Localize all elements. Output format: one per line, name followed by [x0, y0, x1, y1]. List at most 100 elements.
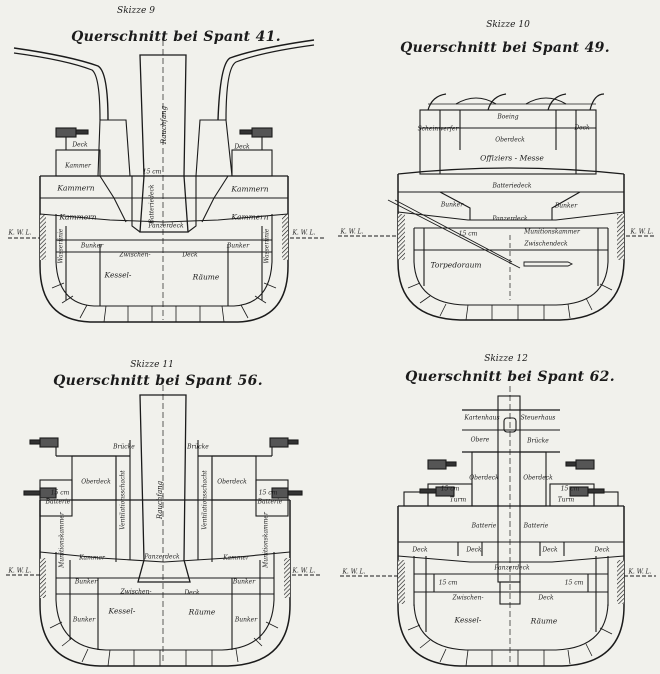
label: Kammer — [79, 554, 105, 562]
section-title: Querschnitt bei Spant 41. — [71, 29, 281, 45]
label: Kartenhaus — [464, 414, 500, 422]
label: Munitionskammer — [524, 228, 580, 236]
section-spant-41 — [8, 39, 325, 323]
label: Oberdeck — [217, 478, 247, 486]
side-armor-left — [40, 214, 46, 260]
sketch-number: Skizze 12 — [484, 354, 528, 364]
label: Oberdeck — [495, 136, 525, 144]
section-title: Querschnitt bei Spant 56. — [53, 373, 263, 389]
label: Boeing — [497, 113, 519, 121]
label: 15 cm — [438, 579, 458, 587]
sketch-number: Skizze 9 — [117, 6, 155, 16]
waterline-label: K. W. L. — [8, 229, 32, 237]
label: Bunker — [74, 578, 98, 586]
funnel — [137, 394, 191, 583]
waterline-label: K. W. L. — [342, 568, 366, 576]
label: Deck — [542, 546, 558, 554]
label: Oberdeck — [81, 478, 111, 486]
label: Kammer — [223, 554, 249, 562]
label: Bunker — [80, 242, 104, 250]
label: Panzerdeck — [148, 222, 184, 230]
label: Steuerhaus — [520, 414, 556, 422]
section-spant-56 — [6, 385, 322, 667]
label: Munitionskammer — [58, 512, 66, 568]
waterline-label: K. W. L. — [340, 228, 364, 236]
label: Bunker — [234, 616, 258, 624]
funnel — [139, 54, 189, 233]
label: Ventilationsschacht — [201, 470, 209, 530]
label: Kammern — [231, 212, 269, 222]
side-armor-right — [282, 214, 288, 260]
label: Batterie — [257, 498, 283, 506]
label: Zwischendeck — [524, 240, 568, 248]
label: 15 cm — [258, 489, 278, 497]
label: Deck — [182, 251, 198, 259]
label: Batterie — [523, 522, 549, 530]
label: Bunker — [440, 201, 464, 209]
label: 15 cm — [458, 230, 478, 238]
label: Deck — [184, 589, 200, 597]
label: Turm — [449, 496, 467, 504]
label: Kammern — [59, 212, 97, 222]
label: Panzerdeck — [492, 215, 528, 223]
label: 15 cm — [440, 485, 460, 493]
label: Deck — [466, 546, 482, 554]
sketch-number: Skizze 11 — [130, 360, 174, 370]
label: Kammern — [57, 183, 95, 193]
label: Batteriedeck — [492, 182, 532, 190]
section-spant-49 — [338, 93, 656, 321]
label: Wasserlinie — [57, 228, 65, 264]
label: Brücke — [187, 443, 209, 451]
label: Batterie — [471, 522, 497, 530]
waterline-label: K. W. L. — [292, 229, 316, 237]
label: Deck — [574, 124, 590, 132]
label: Brücke — [527, 437, 549, 445]
funnel-label: Rauchfang — [160, 105, 168, 145]
label: Bunker — [554, 202, 578, 210]
sketch-number: Skizze 10 — [486, 20, 530, 30]
label: Kessel- — [454, 615, 482, 625]
label: Räume — [530, 616, 558, 626]
label: Deck — [234, 143, 250, 151]
hull-outline — [397, 506, 625, 667]
section-title: Querschnitt bei Spant 62. — [405, 369, 615, 385]
label: Bunker — [232, 578, 256, 586]
hull-outline — [397, 174, 625, 321]
section-spant-62 — [340, 386, 656, 667]
funnel-label: Rauchfang — [156, 480, 164, 520]
label: Panzerdeck — [494, 564, 530, 572]
label: Brücke — [113, 443, 135, 451]
label: 15 cm — [50, 489, 70, 497]
waterline-label: K. W. L. — [628, 568, 652, 576]
label: Munitionskammer — [262, 512, 270, 568]
label: Panzerdeck — [144, 553, 180, 561]
label: Räume — [188, 607, 216, 617]
label: Batteriedeck — [148, 184, 156, 224]
label: Zwischen- — [452, 594, 484, 602]
label: Kessel- — [104, 270, 132, 280]
label: Oberdeck — [523, 474, 553, 482]
label: Turm — [557, 496, 575, 504]
label: 15 cm — [564, 579, 584, 587]
label: Räume — [192, 272, 220, 282]
label: Bunker — [72, 616, 96, 624]
label: Batterie — [45, 498, 71, 506]
label: Deck — [594, 546, 610, 554]
label: Bunker — [226, 242, 250, 250]
label: Oberdeck — [469, 474, 499, 482]
hull-outline — [39, 500, 291, 667]
label: Ventilationsschacht — [119, 470, 127, 530]
label: Offiziers - Messe — [480, 153, 544, 163]
label: 15 cm — [142, 168, 162, 176]
waterline-label: K. W. L. — [630, 228, 654, 236]
label: Zwischen- — [119, 251, 151, 259]
hull-outline — [39, 176, 289, 323]
waterline-label: K. W. L. — [292, 567, 316, 575]
label: Torpedoraum — [430, 260, 482, 270]
label: Deck — [412, 546, 428, 554]
label: Zwischen- — [120, 588, 152, 596]
label: Deck — [72, 141, 88, 149]
label: Obere — [470, 436, 490, 444]
label: 15 cm — [560, 485, 580, 493]
